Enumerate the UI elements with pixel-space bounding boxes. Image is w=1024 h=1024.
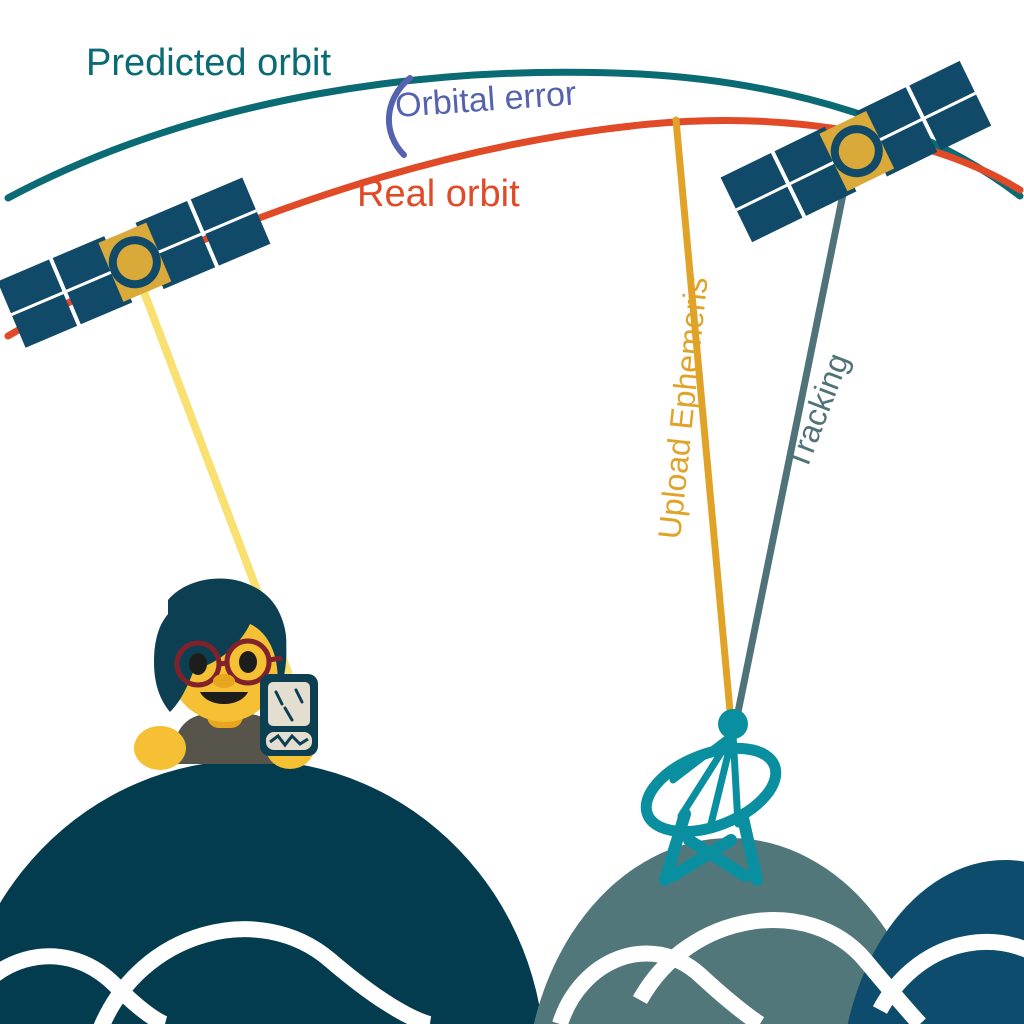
satellite-right	[720, 60, 992, 243]
label-real-orbit: Real orbit	[357, 173, 520, 215]
satellite-right-antenna-dot	[843, 138, 870, 165]
upload-ephemeris-line	[672, 116, 735, 726]
label-predicted-orbit: Predicted orbit	[86, 42, 331, 84]
terminal-screen	[268, 682, 310, 726]
dish-tripod-icon	[659, 808, 763, 886]
operator-shoulder-left	[134, 726, 186, 770]
terminal-waveform-icon	[269, 733, 309, 748]
ground-station-dish	[640, 709, 782, 886]
operator-eye-left	[189, 653, 207, 675]
satellite-left-antenna-dot	[121, 249, 148, 276]
operator-figure	[134, 578, 314, 770]
dish-hub-icon	[718, 709, 748, 739]
label-tracking: Tracking	[779, 348, 856, 474]
satellite-right-panel-lines	[735, 91, 977, 212]
hill-dark-left	[0, 760, 543, 1024]
ground-hills	[0, 760, 1024, 1024]
hill-outline-arc-1	[93, 921, 432, 1024]
hill-outline-arc-2	[0, 948, 168, 1024]
hill-outline-arc-4	[633, 912, 926, 1024]
operator-mouth	[200, 692, 248, 704]
hill-outline-arc-5	[872, 934, 1024, 1014]
operator-eye-right	[239, 651, 257, 673]
satellite-right-antenna-ring	[830, 125, 883, 178]
operator-hair-fringe	[168, 578, 287, 646]
operator-terminal	[260, 674, 318, 756]
satellite-left-antenna-ring	[108, 236, 161, 289]
satellite-left	[0, 177, 271, 348]
operator-glasses-icon	[174, 638, 283, 688]
terminal-screen-marks-icon	[274, 688, 304, 722]
operator-torso	[172, 714, 284, 764]
satellite-left-panel-lines	[10, 209, 257, 316]
operator-nose	[213, 674, 235, 688]
tracking-line	[732, 146, 856, 726]
dish-struts-icon	[669, 730, 742, 828]
orbital-error-arc	[386, 75, 413, 158]
